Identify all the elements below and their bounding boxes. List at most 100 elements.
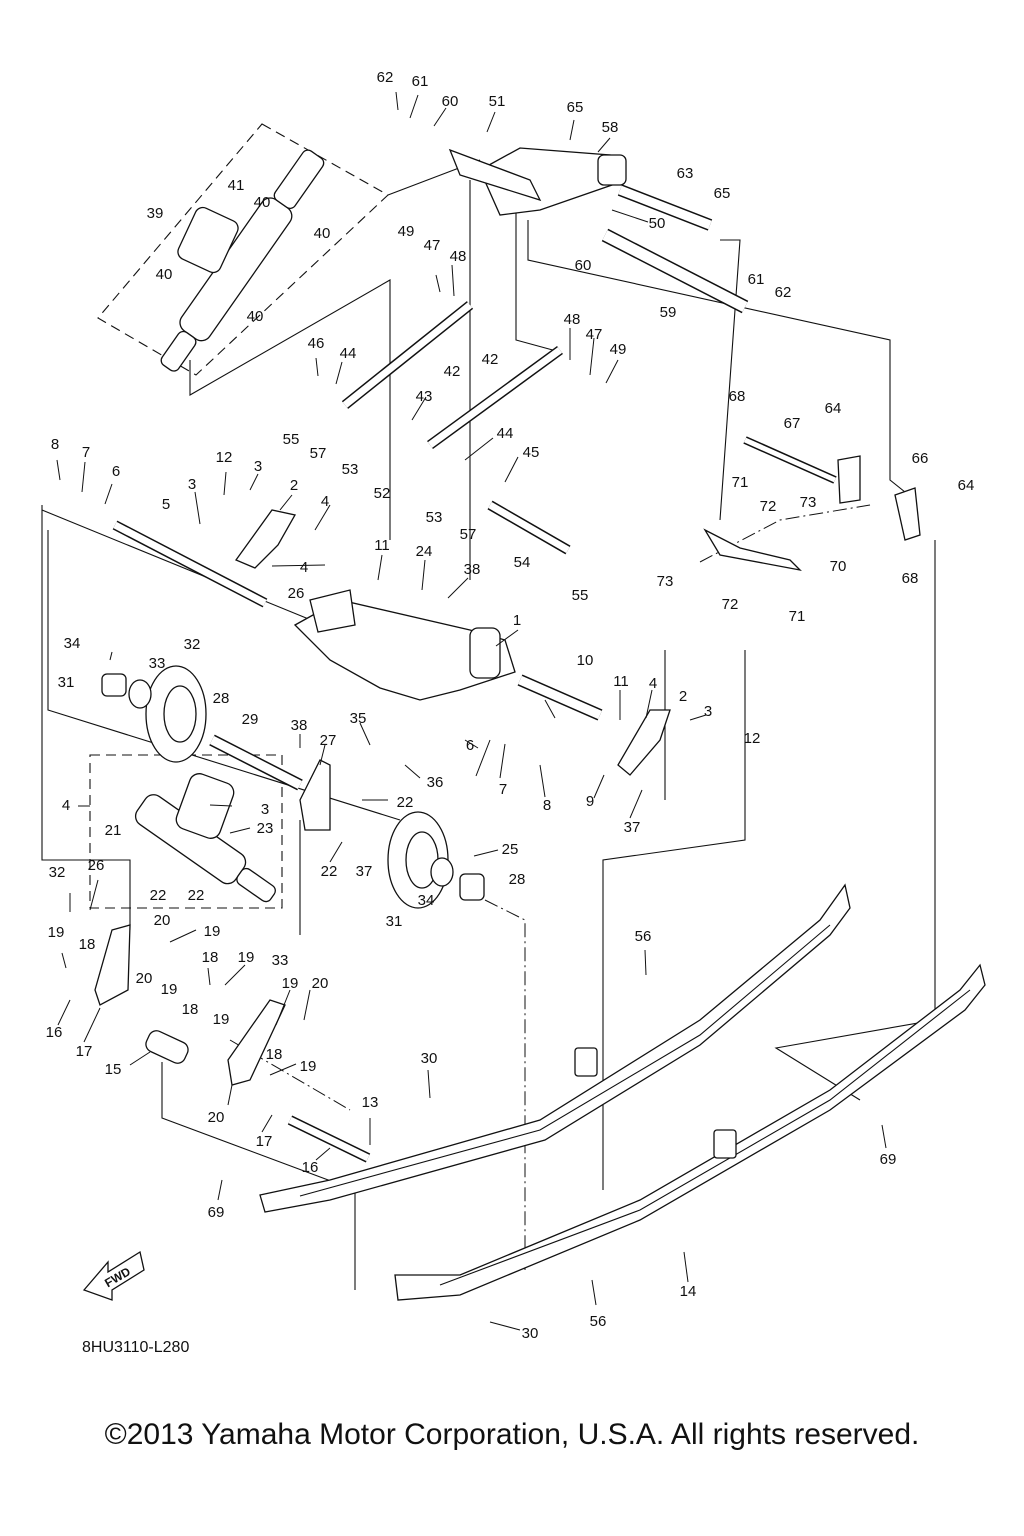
callout-label: 56 [635,928,652,945]
ref-line [515,210,561,353]
callout-label: 20 [312,975,329,992]
callout-label: 1 [513,612,521,629]
callout-label: 18 [266,1046,283,1063]
slide-rail-left [259,883,851,1213]
shaft-59-inner [602,230,748,312]
bracket-2-right [617,709,671,776]
callout-label: 19 [238,949,255,966]
callout-label: 57 [310,445,327,462]
callout-label: 6 [466,737,474,754]
callout-label: 65 [714,185,731,202]
callout-label: 53 [426,509,443,526]
callout-label: 33 [272,952,289,969]
callout-label: 19 [48,924,65,941]
link-17-left [94,924,131,1006]
callout-label: 40 [156,266,173,283]
link-42b-inner [427,347,563,448]
callout-label: 38 [464,561,481,578]
callout-label: 10 [577,652,594,669]
callout-label: 17 [76,1043,93,1060]
callout-label: 40 [247,308,264,325]
callout-label: 41 [228,177,245,194]
bracket-64-plate [837,455,861,504]
callout-label: 57 [460,526,477,543]
callout-label: 47 [424,237,441,254]
callout-label: 68 [729,388,746,405]
callout-label: 54 [514,554,531,571]
callout-label: 12 [216,449,233,466]
callout-label: 63 [677,165,694,182]
callout-label: 18 [182,1001,199,1018]
callout-label: 62 [775,284,792,301]
callout-label: 17 [256,1133,273,1150]
callout-label: 19 [282,975,299,992]
callout-label: 16 [302,1159,319,1176]
callout-label: 22 [188,887,205,904]
callout-label: 37 [356,863,373,880]
callout-label: 71 [789,608,806,625]
leader-lines [56,91,887,1331]
callout-label: 11 [613,673,629,690]
shaft-5-inner [113,521,267,607]
bracket-2-left [234,509,297,569]
callout-label: 22 [150,887,167,904]
callout-label: 22 [397,794,414,811]
callout-label: 20 [136,970,153,987]
shaft-54-inner [488,501,570,554]
callout-label: 67 [784,415,801,432]
callout-label: 71 [732,474,749,491]
fwd-arrow: FWD [82,1250,145,1301]
link-17-right [227,999,286,1086]
ref-line [719,239,741,521]
callout-label: 3 [261,801,269,818]
callout-label: 13 [362,1094,379,1111]
ref-line [527,220,916,501]
callout-label: 69 [208,1204,225,1221]
callout-label: 31 [386,913,403,930]
callout-label: 31 [58,674,75,691]
upper-arm-58 [448,147,627,216]
callout-label: 9 [586,793,594,810]
callout-label: 36 [427,774,444,791]
ref-line [602,650,746,1190]
callout-label: 7 [82,444,90,461]
callout-label: 56 [590,1313,607,1330]
callout-label: 19 [161,981,178,998]
callout-label: 46 [308,335,325,352]
diagram-code: 8HU3110-L280 [82,1339,189,1356]
shaft-29-inner [209,735,303,790]
callout-label: 40 [254,194,271,211]
callout-label: 48 [450,248,467,265]
callout-label: 2 [290,477,298,494]
callout-label: 44 [340,345,357,362]
callout-label: 4 [649,675,657,692]
callout-label: 26 [88,857,105,874]
callout-label: 73 [657,573,674,590]
callout-label: 7 [499,781,507,798]
callout-label: 64 [825,400,842,417]
callout-label: 72 [722,596,739,613]
callout-label: 4 [62,797,70,814]
shock-kit-39-box [97,123,389,376]
callout-label: 18 [202,949,219,966]
callout-label: 43 [416,388,433,405]
callout-label: 25 [502,841,519,858]
callout-label: 20 [154,912,171,929]
callout-label: 73 [800,494,817,511]
ref-line [161,1062,356,1290]
callout-label: 29 [242,711,259,728]
callout-label: 51 [489,93,506,110]
copyright-notice: ©2013 Yamaha Motor Corporation, U.S.A. A… [104,1418,920,1451]
bracket-27 [299,759,331,831]
callout-label: 21 [105,822,122,839]
callout-label: 62 [377,69,394,86]
callout-label: 38 [291,717,308,734]
callout-label: 50 [649,215,666,232]
sleeve-15 [145,1030,189,1064]
slide-rail-right [394,963,986,1301]
callout-label: 40 [314,225,331,242]
callout-label: 60 [575,257,592,274]
callout-label: 16 [46,1024,63,1041]
